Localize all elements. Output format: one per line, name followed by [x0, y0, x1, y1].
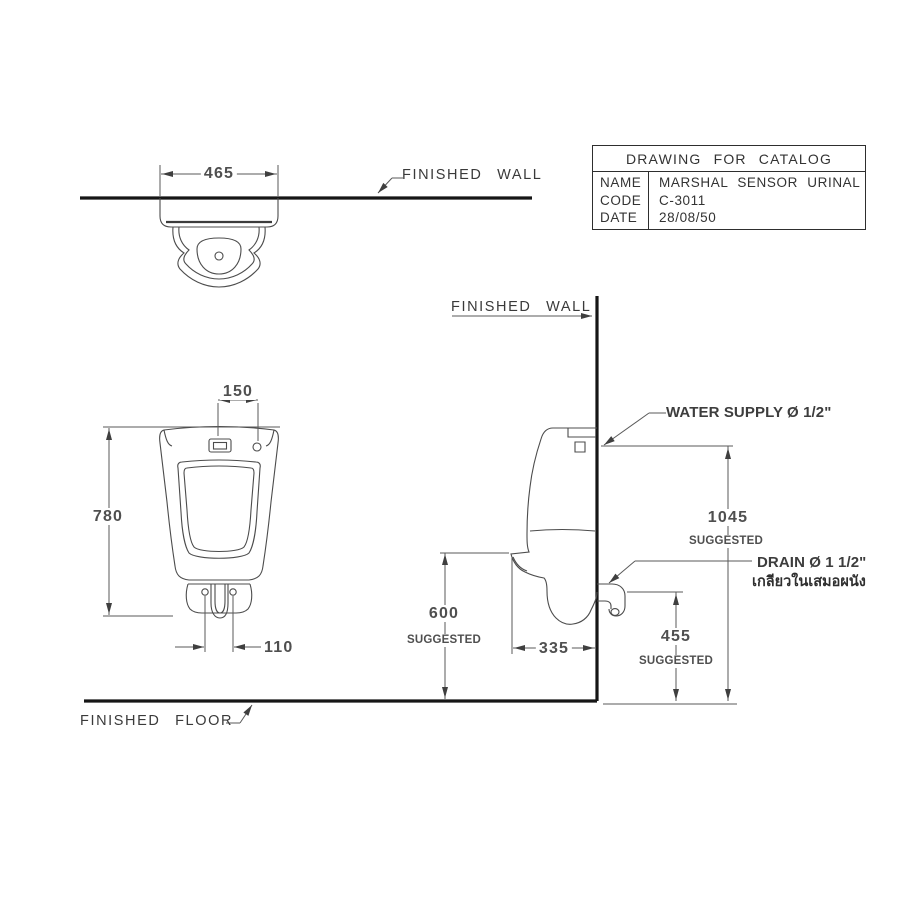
- suggested-600: SUGGESTED: [404, 634, 484, 647]
- side-view: [84, 296, 752, 724]
- suggested-455: SUGGESTED: [636, 655, 716, 668]
- label-finished-wall-side: FINISHED WALL: [451, 299, 592, 315]
- front-view: [103, 397, 280, 652]
- label-drain-note-thai: เกลียวในเสมอผนัง: [752, 574, 866, 590]
- dim-drain-height: 455: [657, 628, 695, 645]
- date-value: 28/08/50: [659, 210, 717, 225]
- dim-top-width: 465: [200, 165, 238, 182]
- dim-bolt-spacing: 110: [261, 639, 297, 656]
- top-view: [80, 165, 532, 288]
- date-label: DATE: [600, 210, 638, 225]
- suggested-1045: SUGGESTED: [686, 535, 766, 548]
- dim-depth-from-wall: 335: [535, 640, 573, 657]
- label-finished-floor: FINISHED FLOOR: [80, 713, 234, 729]
- bolt-hole-left: [201, 588, 209, 596]
- name-value: MARSHAL SENSOR URINAL: [659, 175, 861, 190]
- dim-overall-height: 780: [89, 508, 127, 525]
- title-block-title: DRAWING FOR CATALOG: [593, 146, 865, 172]
- dim-rim-height: 600: [425, 605, 463, 622]
- bolt-hole-right: [229, 588, 237, 596]
- sensor-window: [208, 438, 232, 453]
- dim-water-supply-height: 1045: [704, 509, 752, 526]
- label-finished-wall-top: FINISHED WALL: [402, 167, 543, 183]
- fixing-hole: [252, 442, 262, 452]
- label-water-supply: WATER SUPPLY Ø 1/2": [666, 404, 832, 421]
- code-label: CODE: [600, 192, 642, 208]
- title-block: DRAWING FOR CATALOG NAME CODE DATE MARSH…: [592, 145, 866, 230]
- dim-sensor-to-hole: 150: [219, 383, 257, 400]
- name-label: NAME: [600, 175, 642, 190]
- label-drain: DRAIN Ø 1 1/2": [757, 554, 867, 571]
- title-block-labels: NAME CODE DATE: [593, 172, 649, 230]
- title-block-values: MARSHAL SENSOR URINAL C-3011 28/08/50: [649, 172, 865, 230]
- code-value: C-3011: [659, 192, 706, 208]
